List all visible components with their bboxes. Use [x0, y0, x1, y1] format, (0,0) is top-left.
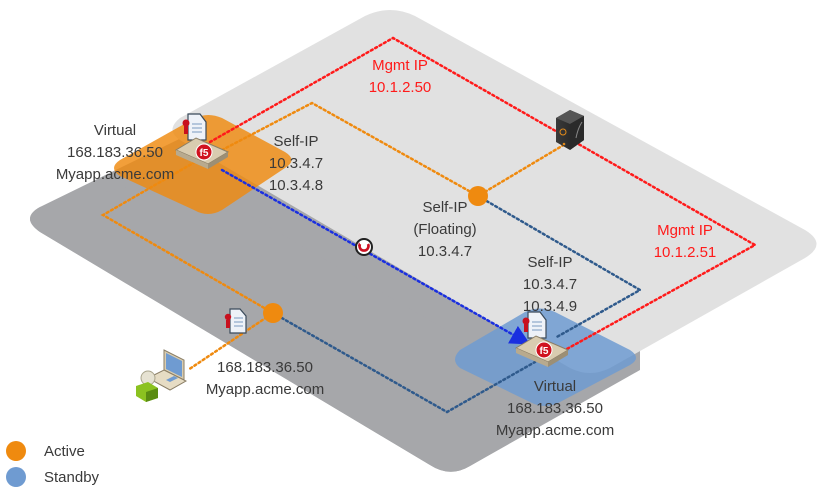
standby-virtual-label: Virtual 168.183.36.50 Myapp.acme.com: [480, 376, 630, 442]
self-ip-value: 10.3.4.7: [522, 276, 578, 293]
lower-plane-front: [30, 175, 575, 472]
client-vip-node[interactable]: [263, 303, 283, 323]
virtual-title: Virtual: [533, 378, 577, 395]
active-self-ip-label: Self-IP 10.3.4.7 10.3.4.8: [256, 131, 336, 197]
virtual-host: Myapp.acme.com: [495, 422, 615, 439]
legend: Active Standby: [6, 438, 99, 490]
failover-line: [220, 168, 531, 345]
upper-plane: [172, 10, 817, 373]
active-virtual-label: Virtual 168.183.36.50 Myapp.acme.com: [40, 120, 190, 186]
svg-text:f5: f5: [540, 346, 549, 357]
standby-mgmt-ip-label: Mgmt IP 10.1.2.51: [635, 220, 735, 264]
failover-icon: [355, 238, 373, 256]
floating-self-ip-title: Self-IP: [422, 199, 468, 216]
floating-self-ip-label: Self-IP (Floating) 10.3.4.7: [400, 197, 490, 263]
legend-label: Active: [44, 442, 85, 460]
client-certificate-icon: [224, 308, 247, 334]
certificate-icon: [182, 113, 207, 141]
mgmt-ip-value: 10.1.2.51: [653, 244, 717, 261]
client-vip-host: Myapp.acme.com: [205, 381, 325, 398]
client-vip-label: 168.183.36.50 Myapp.acme.com: [190, 357, 340, 401]
client-vip-ip: 168.183.36.50: [217, 359, 313, 376]
active-dot-icon: [6, 441, 26, 461]
self-ip-title: Self-IP: [527, 254, 573, 271]
standby-self-ip-label: Self-IP 10.3.4.7 10.3.4.9: [510, 252, 590, 318]
standby-dot-icon: [6, 467, 26, 487]
self-ip-title: Self-IP: [273, 133, 319, 150]
legend-item-standby: Standby: [6, 464, 99, 490]
legend-item-active: Active: [6, 438, 99, 464]
mgmt-ip-value: 10.1.2.50: [368, 79, 432, 96]
self-ip-value: 10.3.4.9: [522, 298, 578, 315]
external-network-active-line: [100, 160, 276, 372]
mgmt-ip-title: Mgmt IP: [657, 222, 713, 239]
floating-self-ip-value: 10.3.4.7: [417, 243, 473, 260]
floating-self-ip-subtitle: (Floating): [413, 221, 477, 238]
internal-network-active-line: [220, 101, 574, 198]
mgmt-ip-title: Mgmt IP: [372, 57, 428, 74]
self-ip-value: 10.3.4.7: [268, 155, 324, 172]
server-icon: [556, 110, 584, 150]
active-mgmt-ip-label: Mgmt IP 10.1.2.50: [350, 55, 450, 99]
certificate-icon: [522, 311, 547, 339]
virtual-ip: 168.183.36.50: [67, 144, 163, 161]
floating-self-ip-node[interactable]: [468, 186, 488, 206]
external-network-standby-line: [271, 311, 537, 414]
legend-label: Standby: [44, 468, 100, 486]
svg-text:f5: f5: [200, 148, 209, 159]
standby-bigip-icon[interactable]: f5: [514, 311, 570, 367]
virtual-title: Virtual: [93, 122, 137, 139]
self-ip-value: 10.3.4.8: [268, 177, 324, 194]
active-bigip-icon[interactable]: f5: [174, 113, 230, 169]
virtual-host: Myapp.acme.com: [55, 166, 175, 183]
virtual-ip: 168.183.36.50: [507, 400, 603, 417]
internal-network-standby-line: [476, 194, 643, 340]
client-laptop-icon: [136, 349, 188, 402]
